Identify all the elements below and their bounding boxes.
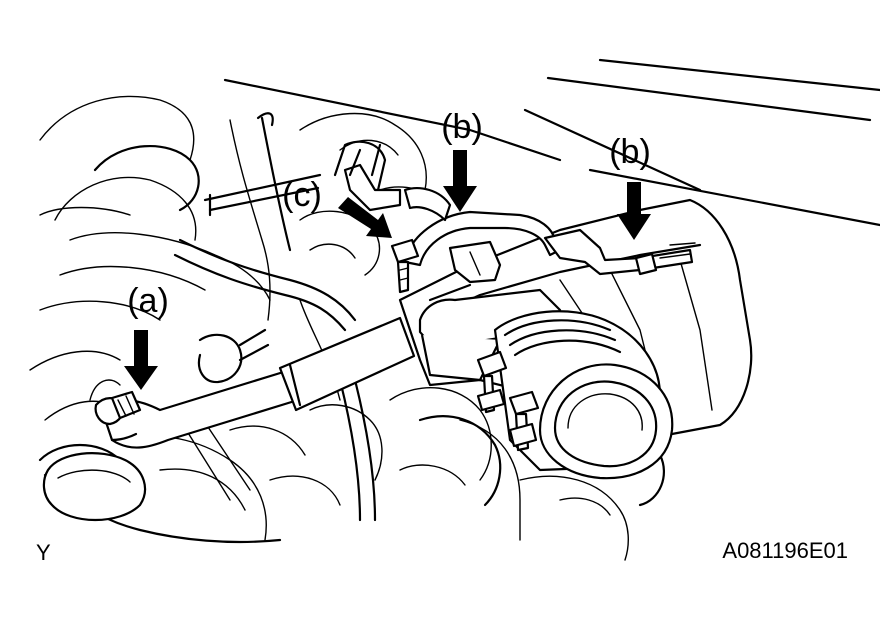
figure-code: A081196E01 [722, 538, 848, 563]
callout-a-label: (a) [127, 282, 169, 320]
callout-arrows [124, 150, 651, 390]
bolt-c [390, 238, 420, 294]
arrow-b-right [617, 182, 651, 240]
callout-c-label: (c) [282, 176, 322, 214]
duct-connector [493, 310, 674, 480]
breather-pipe [278, 316, 416, 412]
hose-clamp [94, 390, 142, 426]
callout-b-left-label: (b) [441, 108, 483, 146]
duct-brackets [403, 210, 696, 284]
band-clamp-bolts [476, 350, 540, 452]
arrow-b-left [443, 150, 477, 212]
arrow-c [338, 197, 392, 238]
arrow-a [124, 330, 158, 390]
callout-b-right-label: (b) [609, 133, 651, 171]
orientation-mark: Y [36, 540, 51, 565]
oil-filler-cap [42, 452, 147, 521]
upper-hoses [343, 143, 452, 222]
